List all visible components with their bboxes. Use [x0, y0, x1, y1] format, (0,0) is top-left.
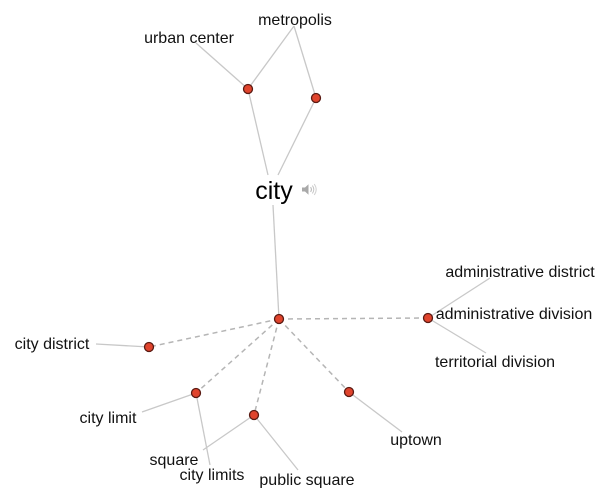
- edge-city-hub3: [272, 204, 280, 320]
- graph-node[interactable]: [190, 387, 202, 399]
- word-label-uptown[interactable]: uptown: [390, 432, 442, 449]
- edge-hub3-hub8: [278, 318, 350, 393]
- word-label-administrative-division[interactable]: administrative division: [436, 306, 593, 323]
- edge-hub3-hub5: [148, 318, 280, 348]
- edge-hub3-hub4: [278, 317, 429, 320]
- graph-node[interactable]: [273, 313, 285, 325]
- nodes: [143, 83, 434, 421]
- word-label-square[interactable]: square: [150, 452, 199, 469]
- edge-hub6-city-limits: [195, 392, 211, 466]
- edge-hub1-metropolis: [247, 25, 295, 90]
- graph-node[interactable]: [143, 341, 155, 353]
- word-label-city-limit[interactable]: city limit: [80, 410, 137, 427]
- edge-hub5-city-district: [95, 343, 150, 348]
- edge-hub3-hub6: [195, 318, 280, 394]
- center-word: city: [255, 177, 293, 205]
- edge-hub7-square: [202, 414, 255, 451]
- word-label-territorial-division[interactable]: territorial division: [435, 354, 555, 371]
- edge-hub4-territorial-division: [427, 317, 487, 354]
- solid-edges: [95, 25, 491, 471]
- speaker-icon[interactable]: [302, 183, 317, 196]
- word-label-city-limits[interactable]: city limits: [180, 467, 245, 484]
- graph-node[interactable]: [248, 409, 260, 421]
- edge-hub7-public-square: [253, 414, 299, 471]
- word-label-urban-center[interactable]: urban center: [144, 30, 235, 47]
- graph-node[interactable]: [422, 312, 434, 324]
- word-labels: metropolis urban center administrative d…: [15, 12, 596, 488]
- edge-hub4-admin-district: [427, 277, 491, 319]
- edge-city-hub2: [277, 97, 317, 176]
- graph-node[interactable]: [242, 83, 254, 95]
- word-label-city-district[interactable]: city district: [15, 336, 90, 353]
- dashed-edges: [148, 317, 429, 416]
- edge-hub2-metropolis: [293, 25, 317, 99]
- word-label-administrative-district[interactable]: administrative district: [445, 264, 595, 281]
- graph-node[interactable]: [310, 92, 322, 104]
- edge-hub8-uptown: [348, 391, 403, 433]
- word-label-metropolis[interactable]: metropolis: [258, 12, 332, 29]
- edge-hub1-urban-center: [195, 42, 249, 90]
- edge-city-hub1: [247, 88, 269, 176]
- word-label-public-square[interactable]: public square: [259, 472, 354, 488]
- edge-hub6-city-limit: [141, 392, 197, 413]
- graph-node[interactable]: [343, 386, 355, 398]
- edge-hub3-hub7: [253, 318, 280, 416]
